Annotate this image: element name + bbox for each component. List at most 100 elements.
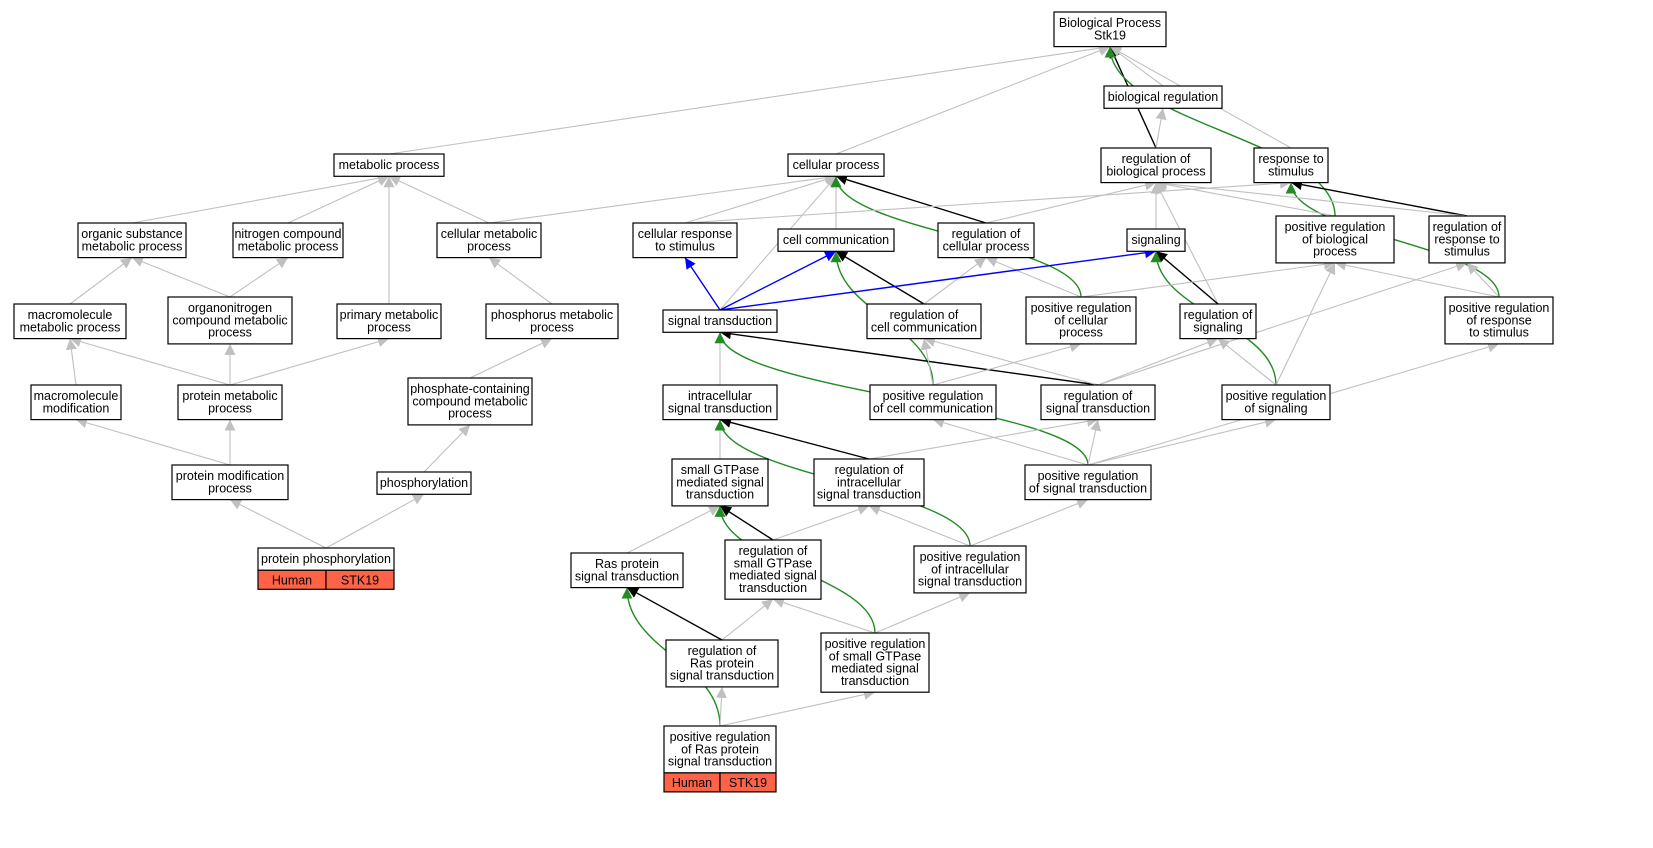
node-label-line: protein modification	[176, 469, 284, 483]
edge-is-a-regsigtrans-to-regcellcomm	[923, 336, 1099, 386]
node-label-line: signal transduction	[918, 575, 1022, 589]
edge-is-a-posregras-to-regras	[715, 686, 727, 727]
node-box	[1428, 215, 1506, 264]
node-box	[1253, 147, 1329, 184]
node-box	[665, 639, 779, 688]
edge-is-a-metab-to-bp	[388, 42, 1111, 155]
node-label-line: positive regulation	[1285, 220, 1386, 234]
edge-is-a-regbio-to-biolreg	[1155, 108, 1167, 149]
gene-tag-cell	[719, 772, 777, 793]
edge-is-a-phosphoryl-to-phoscomp	[423, 424, 471, 473]
node-box	[171, 464, 289, 501]
edge-is-a-posregbio-to-regbio	[1155, 179, 1336, 217]
node-box	[1221, 384, 1331, 421]
edge-is-a-posregresp-to-regresp	[1466, 262, 1500, 298]
edge-is-a-protphos-to-phosphoryl	[325, 493, 425, 549]
node-box	[1275, 215, 1395, 264]
node-label-line: regulation of	[1122, 152, 1191, 166]
edge-is-a-regsig-to-regbio	[1155, 182, 1219, 305]
node-cellcomm[interactable]: cell communication	[777, 228, 895, 252]
edge-regulates-regcell-to-cellproc	[835, 174, 987, 224]
species-tag-label: Human	[272, 573, 312, 587]
node-box	[869, 384, 997, 421]
node-box	[1040, 384, 1156, 421]
node-metab[interactable]: metabolic process	[333, 153, 445, 177]
node-label-line: process	[208, 401, 252, 415]
node-label-line: metabolic process	[339, 158, 440, 172]
edge-is-a-posregintra-to-posregsigtrans	[969, 498, 1089, 547]
edge-part-of-sigtrans-to-cellcomm	[719, 250, 837, 311]
edge-is-a-regsmall-to-regintra	[772, 504, 870, 541]
species-tag-label: Human	[672, 776, 712, 790]
node-label-line: positive regulation	[825, 637, 926, 651]
node-signaling[interactable]: signaling	[1126, 228, 1186, 252]
node-label-line: nitrogen compound	[234, 227, 341, 241]
edge-is-a-cellmetab-to-cellproc	[488, 172, 837, 224]
node-box	[724, 539, 822, 600]
node-label-line: to stimulus	[655, 239, 715, 253]
node-label-line: process	[208, 326, 252, 340]
node-label-line: cellular response	[638, 227, 733, 241]
edge-regulates-regras-to-ras	[626, 586, 723, 641]
node-label-line: process	[530, 320, 574, 334]
edge-is-a-posregcell-to-posregbio	[1080, 258, 1336, 298]
edge-is-a-posregsigtrans-to-posregsig	[1087, 416, 1277, 466]
node-biolreg[interactable]: biological regulation	[1103, 85, 1223, 109]
node-label-line: process	[448, 407, 492, 421]
node-box	[671, 458, 769, 507]
node-label-line: phosphate-containing	[410, 382, 530, 396]
node-label-line: of small GTPase	[829, 649, 921, 663]
node-phosphoryl[interactable]: phosphorylation	[376, 471, 472, 495]
node-label-line: of response	[1466, 313, 1531, 327]
node-cellproc[interactable]: cellular process	[787, 153, 885, 177]
node-label-line: metabolic process	[238, 239, 339, 253]
edge-is-a-cellproc-to-bp	[835, 45, 1111, 155]
node-label-line: to stimulus	[1469, 326, 1529, 340]
node-label-line: protein metabolic	[182, 389, 277, 403]
node-sigtrans[interactable]: signal transduction	[662, 309, 778, 333]
edge-regulates-regsigtrans-to-sigtrans	[719, 328, 1099, 386]
node-label-line: signal transduction	[817, 488, 921, 502]
edge-is-a-phoscomp-to-phosmetab	[469, 338, 553, 379]
node-label-line: signal transduction	[575, 569, 679, 583]
node-label-line: signal transduction	[1046, 401, 1150, 415]
edge-is-a-posregsigtrans-to-posregcellcomm	[932, 417, 1089, 466]
